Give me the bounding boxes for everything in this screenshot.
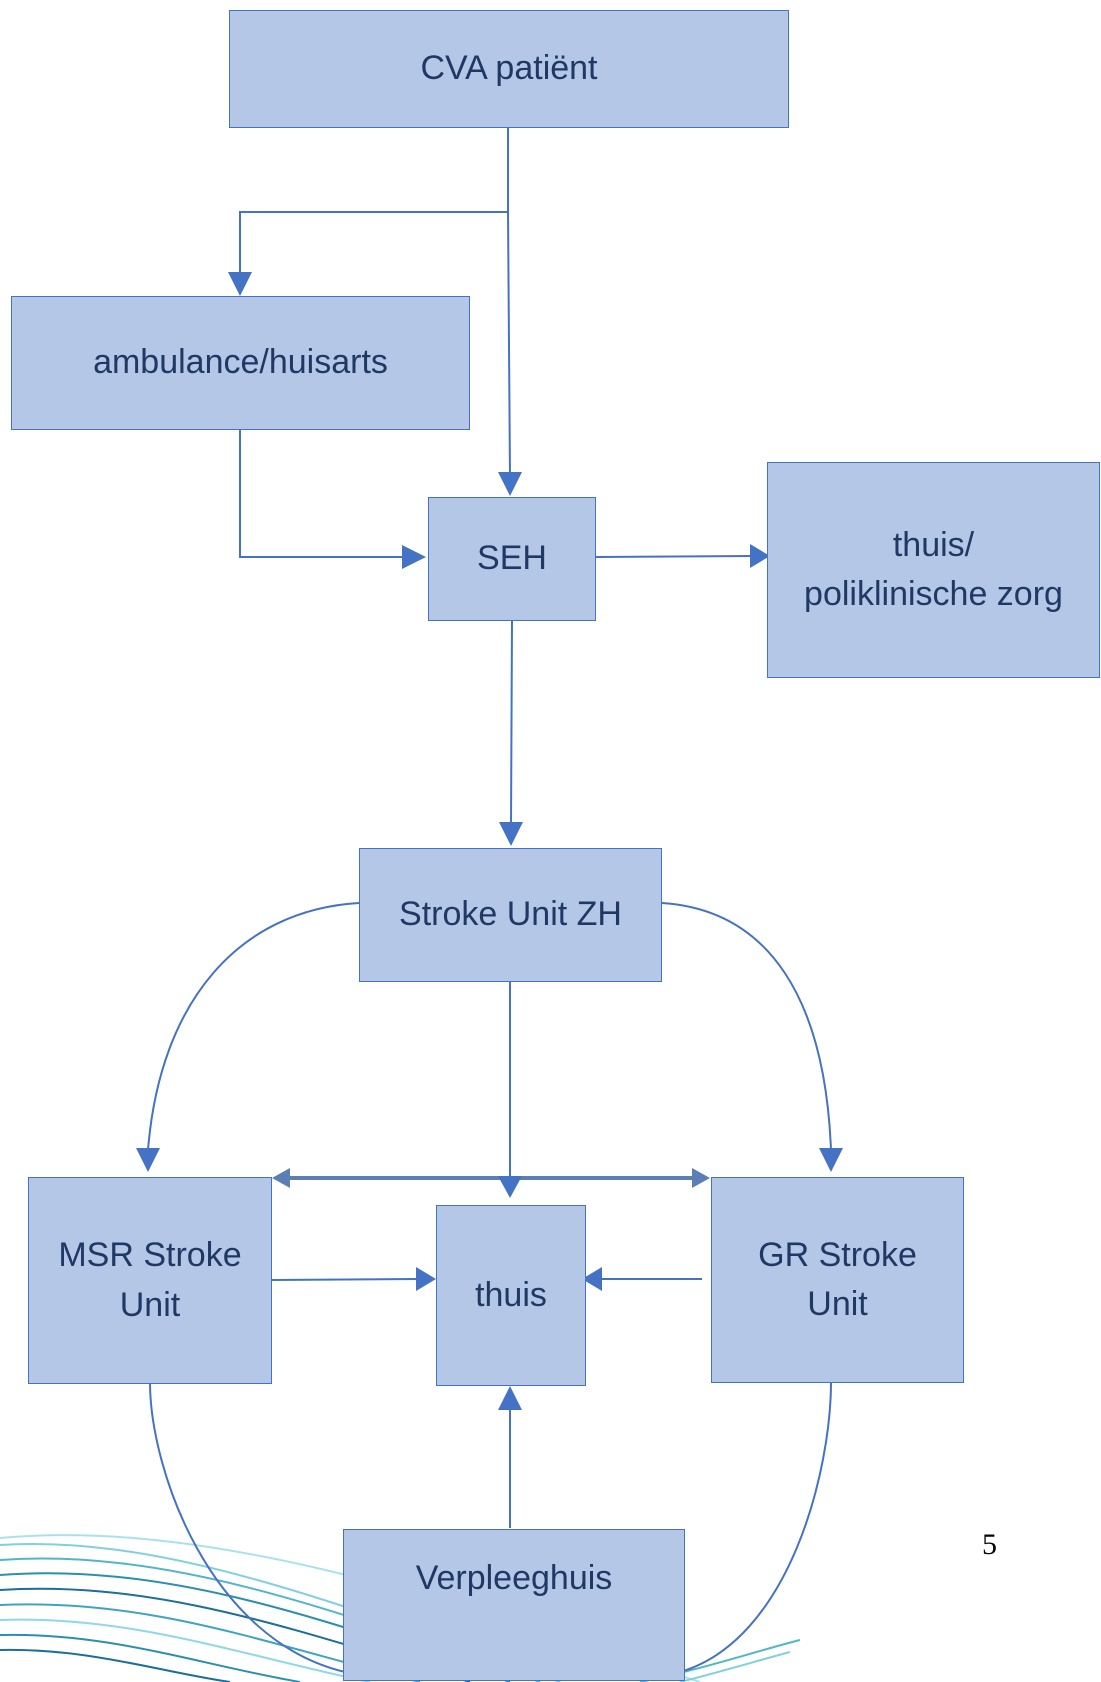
- arrowhead-to-thuis-poli: [750, 544, 770, 568]
- node-gr-stroke-unit: GR Stroke Unit: [711, 1177, 964, 1383]
- arrowhead-to-stroke-unit: [499, 822, 523, 846]
- connector-stroke-to-msr: [147, 902, 360, 1151]
- arrowhead-to-gr: [819, 1148, 843, 1172]
- connector-seh-to-stroke-unit: [510, 620, 513, 825]
- node-verpleeghuis: Verpleeghuis: [343, 1529, 685, 1681]
- arrowhead-to-seh-left: [402, 545, 426, 569]
- connector-msr-to-thuis: [271, 1278, 419, 1281]
- node-stroke-unit-zh: Stroke Unit ZH: [359, 848, 662, 982]
- arrowhead-to-ambulance: [228, 272, 252, 296]
- arrowhead-to-msr: [136, 1148, 160, 1172]
- connector-gr-to-verpleeghuis: [679, 1381, 832, 1673]
- connector-msr-to-verpleeghuis: [149, 1381, 346, 1673]
- arrowhead-to-seh-top: [498, 472, 522, 496]
- arrowhead-stroke-to-thuis: [498, 1176, 522, 1198]
- connector-ambulance-to-seh: [239, 430, 402, 558]
- arrowhead-bidir-right: [692, 1168, 710, 1188]
- arrowhead-bidir-left: [272, 1168, 290, 1188]
- node-thuis: thuis: [436, 1205, 586, 1386]
- connector-seh-to-thuis-poli: [595, 555, 755, 558]
- arrowhead-msr-to-thuis: [416, 1267, 436, 1291]
- arrowhead-verpleeghuis-to-thuis: [498, 1386, 522, 1410]
- node-seh: SEH: [428, 497, 596, 621]
- connector-cva-to-ambulance: [239, 211, 508, 278]
- connector-stroke-to-gr: [661, 902, 832, 1151]
- node-ambulance-huisarts: ambulance/huisarts: [11, 296, 470, 430]
- page-number: 5: [982, 1528, 997, 1561]
- connector-cva-to-seh: [507, 211, 511, 479]
- node-cva-patient: CVA patiënt: [229, 10, 789, 128]
- node-thuis-poliklinische-zorg: thuis/ poliklinische zorg: [767, 462, 1100, 678]
- arrowhead-gr-to-thuis: [582, 1267, 602, 1291]
- node-msr-stroke-unit: MSR Stroke Unit: [28, 1177, 272, 1384]
